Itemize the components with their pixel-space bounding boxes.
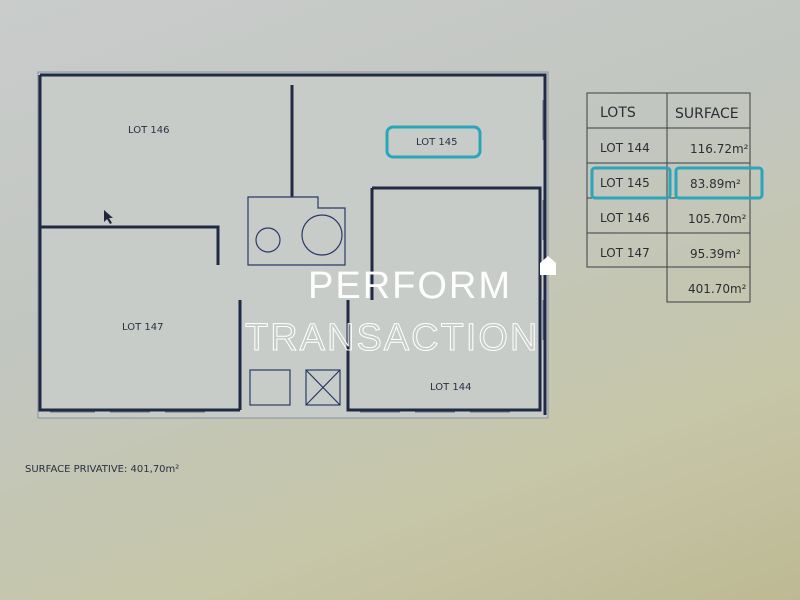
lot-146-label: LOT 146 bbox=[128, 125, 169, 136]
total-surface: 401.70m² bbox=[688, 282, 747, 296]
wall-outer-left bbox=[38, 75, 240, 412]
header-lots: LOTS bbox=[600, 105, 636, 121]
spiral-stair bbox=[301, 214, 343, 256]
watermark-perform: PERFORM bbox=[308, 265, 512, 307]
header-surface: SURFACE bbox=[675, 106, 739, 122]
row-surface: 105.70m² bbox=[688, 212, 747, 226]
row-surface: 95.39m² bbox=[690, 247, 741, 261]
row-lot: LOT 146 bbox=[600, 211, 650, 225]
stairs bbox=[249, 369, 291, 406]
cursor-icon bbox=[104, 210, 113, 224]
row-highlight-lot bbox=[590, 166, 672, 200]
sanitary-block bbox=[247, 196, 346, 266]
lot-144-label: LOT 144 bbox=[430, 382, 471, 393]
watermark-transaction: TRANSACTION bbox=[245, 317, 539, 359]
elevator bbox=[305, 369, 341, 406]
lot-147-label: LOT 147 bbox=[122, 322, 163, 333]
wall-outer bbox=[40, 73, 547, 415]
surface-table bbox=[586, 92, 751, 303]
elevator-cross bbox=[305, 369, 341, 406]
row-lot: LOT 144 bbox=[600, 141, 650, 155]
wall-lot-144 bbox=[346, 186, 542, 412]
wall-146-147 bbox=[40, 225, 220, 265]
door-swing bbox=[255, 227, 281, 253]
lot-145-highlight bbox=[385, 125, 482, 159]
windows bbox=[50, 100, 544, 413]
row-lot: LOT 145 bbox=[600, 176, 650, 190]
house-logo-icon bbox=[540, 256, 556, 275]
row-highlight-surface bbox=[674, 166, 764, 200]
row-lot: LOT 147 bbox=[600, 246, 650, 260]
lot-145-label: LOT 145 bbox=[416, 137, 457, 148]
surface-privative-note: SURFACE PRIVATIVE: 401,70m² bbox=[25, 464, 179, 475]
row-surface: 116.72m² bbox=[690, 142, 749, 156]
row-surface: 83.89m² bbox=[690, 177, 741, 191]
